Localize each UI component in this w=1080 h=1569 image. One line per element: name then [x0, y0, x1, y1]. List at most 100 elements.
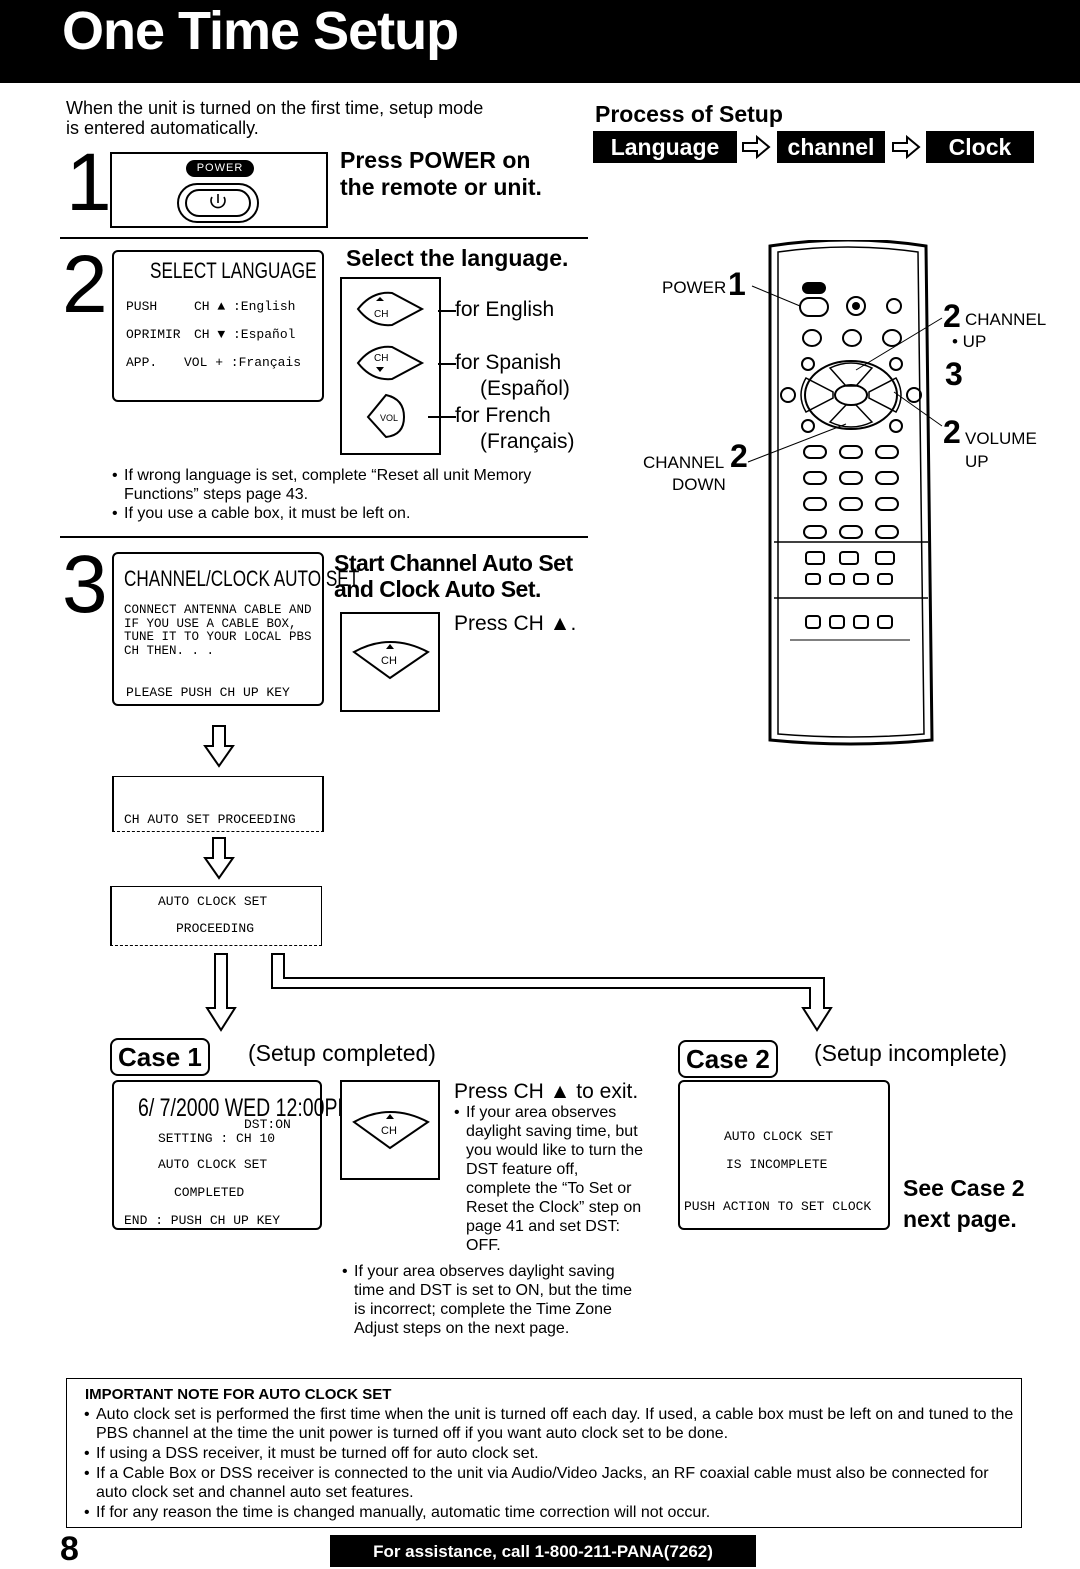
arrow-right-icon	[739, 131, 775, 163]
step-3-heading-line2: and Clock Auto Set.	[334, 576, 541, 602]
channel-clock-osd: CHANNEL/CLOCK AUTO SET CONNECT ANTENNA C…	[112, 552, 359, 706]
leader-line	[438, 363, 456, 365]
select-language-osd: SELECT LANGUAGE PUSH CH ▲ :English OPRIM…	[112, 250, 324, 402]
leader-line	[428, 416, 456, 418]
divider	[60, 237, 588, 239]
step-2-notes: If wrong language is set, complete “Rese…	[112, 466, 582, 523]
note-item: If you use a cable box, it must be left …	[112, 504, 582, 523]
osd-row: OPRIMIR	[126, 327, 181, 342]
ch-label: CH	[381, 1125, 397, 1137]
osd-text: AUTO CLOCK SET	[158, 894, 268, 909]
case-1-label: Case 1	[110, 1038, 210, 1076]
vol-label: VOL	[380, 413, 398, 423]
note-item: If wrong language is set, complete “Rese…	[112, 466, 582, 504]
ch-label: CH	[374, 353, 388, 364]
ch-up-button-illustration: CH	[340, 612, 440, 712]
osd-row: CH ▲ :English	[194, 299, 296, 314]
osd-row: APP.	[126, 355, 158, 370]
divider	[60, 536, 588, 538]
important-note-item: If for any reason the time is changed ma…	[84, 1503, 1021, 1522]
process-step-clock: Clock	[926, 131, 1034, 163]
see-case-2-line1: See Case 2	[903, 1175, 1025, 1201]
osd-footer: PLEASE PUSH CH UP KEY	[126, 685, 290, 700]
osd-body: CONNECT ANTENNA CABLE AND IF YOU USE A C…	[124, 603, 312, 658]
ch-down-button-icon: CH	[356, 345, 425, 381]
ch-up-button-icon: CH	[352, 1111, 430, 1150]
osd-row: CH ▼ :Español	[194, 327, 296, 342]
important-note-item: If using a DSS receiver, it must be turn…	[84, 1444, 1021, 1463]
power-icon	[177, 183, 259, 223]
step-1-heading-line1: Press POWER on	[340, 147, 531, 173]
remote-ch-down-sub: DOWN	[672, 475, 726, 494]
ch-up-button-illustration: CH	[340, 1080, 440, 1180]
leader-line	[438, 310, 456, 312]
important-note-item: Auto clock set is performed the first ti…	[84, 1405, 1021, 1443]
osd-datetime: 6/ 7/2000 WED 12:00PM	[138, 1094, 354, 1122]
osd-row: PUSH	[126, 299, 158, 314]
osd-dst: DST:ON	[244, 1117, 291, 1132]
osd-row: VOL + :Français	[184, 355, 302, 370]
osd-end: END : PUSH CH UP KEY	[124, 1213, 281, 1228]
remote-ch-up-label: CHANNEL	[965, 310, 1047, 329]
arrow-right-icon	[889, 131, 925, 163]
step-1-heading-line2: the remote or unit.	[340, 174, 542, 200]
ch-auto-set-osd: CH AUTO SET PROCEEDING	[112, 776, 324, 832]
case-1-press: Press CH ▲ to exit.	[454, 1080, 639, 1103]
remote-select-step: 3	[945, 356, 963, 392]
setup-completed-osd: 6/ 7/2000 WED 12:00PM DST:ON SETTING : C…	[112, 1080, 354, 1230]
step-2-number: 2	[62, 239, 108, 330]
osd-text: PROCEEDING	[176, 921, 255, 936]
option-english: for English	[455, 298, 555, 321]
power-label: POWER	[186, 160, 254, 177]
option-spanish: for Spanish	[455, 351, 562, 374]
option-french-native: (Français)	[480, 430, 575, 453]
osd-text: IS INCOMPLETE	[726, 1157, 828, 1172]
process-step-language: Language	[593, 131, 737, 163]
case-2-status: (Setup incomplete)	[814, 1040, 1008, 1066]
osd-title: SELECT LANGUAGE	[150, 258, 317, 283]
remote-ch-up-step: 2	[943, 298, 961, 334]
ch-up-button-icon: CH	[356, 291, 425, 327]
important-note-list: Auto clock set is performed the first ti…	[67, 1405, 1021, 1522]
remote-control-illustration	[747, 240, 943, 746]
important-note-box: IMPORTANT NOTE FOR AUTO CLOCK SET Auto c…	[66, 1378, 1022, 1528]
power-button-illustration: POWER	[110, 152, 328, 228]
osd-text: CH AUTO SET PROCEEDING	[124, 812, 296, 827]
case-1-note-1: If your area observes daylight saving ti…	[454, 1103, 644, 1255]
page-title: One Time Setup	[62, 1, 459, 61]
osd-completed: COMPLETED	[174, 1185, 245, 1200]
ch-up-button-icon: CH	[352, 641, 430, 680]
step-2-heading: Select the language.	[346, 245, 569, 271]
remote-power-step: 1	[728, 266, 746, 302]
down-arrow-icon	[203, 837, 235, 880]
remote-ch-up-sub: • UP	[952, 332, 987, 351]
osd-text: PUSH ACTION TO SET CLOCK	[684, 1199, 872, 1214]
vol-up-button-icon: VOL	[366, 393, 406, 439]
case-2-label: Case 2	[678, 1040, 778, 1078]
osd-text: AUTO CLOCK SET	[724, 1129, 834, 1144]
remote-power-label: POWER	[662, 278, 727, 297]
note-item: If your area observes daylight saving ti…	[342, 1262, 642, 1338]
remote-vol-step: 2	[943, 414, 961, 450]
step-3-number: 3	[62, 539, 108, 630]
see-case-2-line2: next page.	[903, 1206, 1017, 1232]
step-3-press: Press CH ▲.	[454, 612, 577, 635]
page-header: One Time Setup	[0, 0, 1080, 83]
important-note-title: IMPORTANT NOTE FOR AUTO CLOCK SET	[85, 1386, 392, 1403]
ch-label: CH	[374, 309, 388, 320]
option-spanish-native: (Español)	[480, 377, 570, 400]
important-note-item: If a Cable Box or DSS receiver is connec…	[84, 1464, 1021, 1502]
case-1-status: (Setup completed)	[248, 1040, 436, 1066]
option-french: for French	[455, 404, 551, 427]
note-item: If your area observes daylight saving ti…	[454, 1103, 644, 1255]
osd-auto: AUTO CLOCK SET	[158, 1157, 268, 1172]
setup-incomplete-osd: AUTO CLOCK SET IS INCOMPLETE PUSH ACTION…	[678, 1080, 890, 1230]
case-1-note-2: If your area observes daylight saving ti…	[342, 1262, 642, 1338]
page-number: 8	[60, 1530, 79, 1568]
remote-vol-sub: UP	[965, 452, 989, 471]
language-buttons-illustration: CH CH VOL	[340, 277, 441, 455]
down-arrow-icon	[203, 725, 235, 768]
remote-vol-label: VOLUME	[965, 429, 1037, 448]
process-step-channel: channel	[777, 131, 885, 163]
assistance-bar: For assistance, call 1-800-211-PANA(7262…	[330, 1535, 756, 1567]
